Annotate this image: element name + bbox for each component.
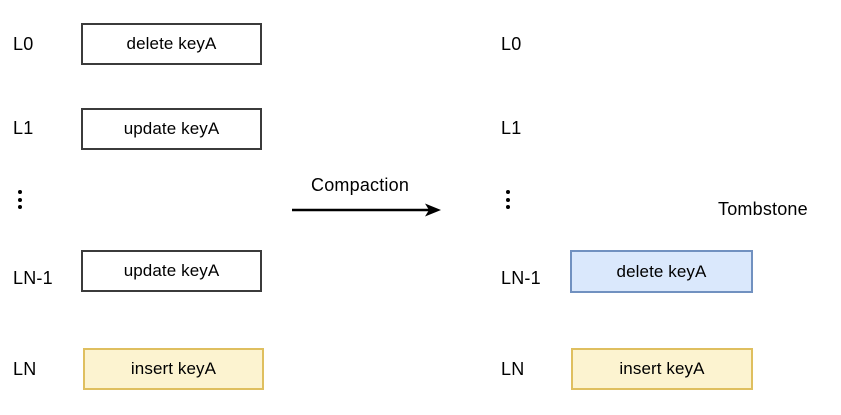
ellipsis-dot — [505, 205, 510, 209]
left-level-label-ln: LN — [13, 359, 37, 379]
compaction-label: Compaction — [311, 175, 410, 195]
left-box-ln: insert keyA — [83, 348, 264, 390]
right-level-label-l0: L0 — [501, 34, 522, 54]
right-vertical-ellipsis-icon — [505, 190, 510, 209]
left-level-label-l0: L0 — [13, 34, 34, 54]
left-level-label-l1: L1 — [13, 118, 34, 138]
right-level-label-ln: LN — [501, 359, 525, 379]
left-box-ln-1: update keyA — [81, 250, 262, 292]
left-box-l1: update keyA — [81, 108, 262, 150]
left-box-l0: delete keyA — [81, 23, 262, 65]
compaction-arrow — [291, 198, 443, 227]
left-level-label-ln-1: LN-1 — [13, 268, 53, 288]
right-level-label-ln-1: LN-1 — [501, 268, 541, 288]
ellipsis-dot — [17, 197, 22, 202]
right-box-ln: insert keyA — [571, 348, 753, 390]
ellipsis-dot — [505, 197, 510, 202]
ellipsis-dot — [17, 205, 22, 209]
ellipsis-dot — [17, 190, 22, 194]
ellipsis-dot — [505, 190, 510, 194]
tombstone-annotation-label: Tombstone — [718, 199, 808, 219]
right-box-ln-1: delete keyA — [570, 250, 753, 293]
right-level-label-l1: L1 — [501, 118, 522, 138]
left-vertical-ellipsis-icon — [17, 190, 22, 209]
right-arrow-icon — [292, 203, 441, 217]
